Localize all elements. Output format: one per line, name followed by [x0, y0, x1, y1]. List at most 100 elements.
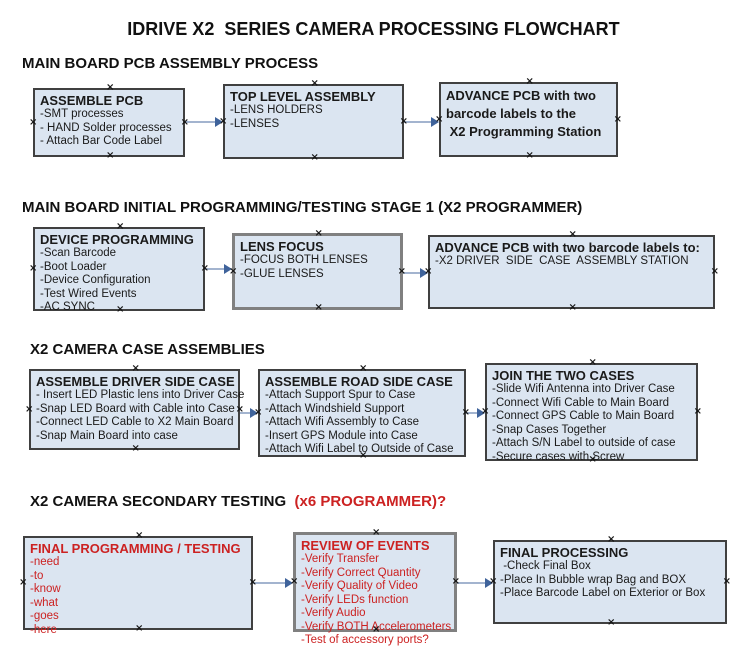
box-item: -Verify Audio	[301, 607, 366, 619]
connection-handle-icon[interactable]: ×	[489, 576, 498, 587]
connection-handle-icon[interactable]: ×	[116, 304, 125, 315]
connection-handle-icon[interactable]: ×	[451, 576, 460, 587]
connection-handle-icon[interactable]: ×	[372, 624, 381, 635]
connection-handle-icon[interactable]: ×	[131, 363, 140, 374]
connection-handle-icon[interactable]: ×	[525, 76, 534, 87]
box-item: -Slide Wifi Antenna into Driver Case	[492, 383, 675, 395]
flow-box-device-programming[interactable]: DEVICE PROGRAMMING -Scan Barcode-Boot Lo…	[29, 222, 209, 315]
connection-handle-icon[interactable]: ×	[722, 576, 731, 587]
flow-box-lens-focus[interactable]: LENS FOCUS -FOCUS BOTH LENSES-GLUE LENSE…	[229, 228, 406, 313]
connection-handle-icon[interactable]: ×	[314, 302, 323, 313]
connection-handle-icon[interactable]: ×	[481, 406, 490, 417]
flow-box-assemble-pcb[interactable]: ASSEMBLE PCB -SMT processes- HAND Solder…	[29, 83, 189, 161]
connection-handle-icon[interactable]: ×	[397, 265, 406, 277]
box-item: -Test Wired Events	[40, 287, 137, 300]
box-item: -to	[30, 569, 44, 582]
box-item: -Test of accessory ports?	[301, 634, 429, 646]
page-title: IDRIVE X2 SERIES CAMERA PROCESSING FLOWC…	[127, 19, 620, 39]
box-item: -FOCUS BOTH LENSES	[240, 254, 368, 266]
section-heading-case-assemblies: X2 CAMERA CASE ASSEMBLIES	[30, 341, 265, 358]
connection-handle-icon[interactable]: ×	[116, 221, 125, 232]
box-item-list: -SMT processes- HAND Solder processes- A…	[40, 108, 178, 149]
arrow-line	[253, 582, 287, 584]
connection-handle-icon[interactable]: ×	[588, 454, 597, 465]
connection-handle-icon[interactable]: ×	[254, 407, 263, 418]
flow-box-final-processing[interactable]: FINAL PROCESSING -Check Final Box-Place …	[489, 535, 731, 628]
arrowhead-right-icon	[420, 268, 428, 278]
connection-handle-icon[interactable]: ×	[461, 407, 470, 418]
connection-handle-icon[interactable]: ×	[710, 266, 719, 277]
arrow-line	[403, 272, 422, 274]
connection-handle-icon[interactable]: ×	[131, 443, 140, 454]
connection-handle-icon[interactable]: ×	[290, 576, 299, 587]
box-item: -Snap Cases Together	[492, 423, 607, 436]
box-item: - Attach Bar Code Label	[40, 135, 163, 147]
box-item-list: -Attach Support Spur to Case-Attach Wind…	[265, 389, 459, 457]
connection-handle-icon[interactable]: ×	[310, 78, 319, 89]
connection-handle-icon[interactable]: ×	[19, 577, 28, 588]
box-item: -Connect Wifi Cable to Main Board	[492, 396, 670, 409]
connection-handle-icon[interactable]: ×	[135, 530, 144, 541]
flow-arrow-device-to-lensfocus[interactable]	[205, 264, 232, 274]
flow-box-top-level-assembly[interactable]: TOP LEVEL ASSEMBLY -LENS HOLDERS-LENSES …	[219, 79, 408, 163]
connection-handle-icon[interactable]: ×	[613, 113, 622, 125]
connection-handle-icon[interactable]: ×	[135, 623, 144, 634]
connection-handle-icon[interactable]: ×	[568, 229, 577, 240]
flow-box-assemble-driver-side-case[interactable]: ASSEMBLE DRIVER SIDE CASE - Insert LED P…	[25, 364, 244, 454]
connection-handle-icon[interactable]: ×	[372, 527, 381, 538]
connection-handle-icon[interactable]: ×	[568, 302, 577, 313]
flow-box-assemble-road-side-case[interactable]: ASSEMBLE ROAD SIDE CASE -Attach Support …	[254, 364, 470, 461]
box-title: ASSEMBLE ROAD SIDE CASE	[265, 374, 453, 389]
flow-arrow-lensfocus-to-advance[interactable]	[403, 268, 428, 278]
connection-handle-icon[interactable]: ×	[607, 617, 616, 628]
box-item: -Verify Correct Quantity	[301, 566, 421, 579]
arrowhead-right-icon	[485, 578, 493, 588]
flow-box-review-of-events[interactable]: REVIEW OF EVENTS -Verify Transfer-Verify…	[290, 527, 460, 647]
box-item: -SMT processes	[40, 108, 124, 120]
connection-handle-icon[interactable]: ×	[359, 363, 368, 374]
connection-handle-icon[interactable]: ×	[607, 534, 616, 545]
connection-handle-icon[interactable]: ×	[106, 150, 115, 161]
connection-handle-icon[interactable]: ×	[359, 450, 368, 461]
section-heading-pcb-assembly: MAIN BOARD PCB ASSEMBLY PROCESS	[22, 55, 319, 72]
connection-handle-icon[interactable]: ×	[399, 115, 408, 127]
flow-arrow-assemble-to-toplevel[interactable]	[185, 117, 223, 127]
connection-handle-icon[interactable]: ×	[424, 266, 433, 277]
box-item: -Insert GPS Module into Case	[265, 429, 418, 442]
connection-handle-icon[interactable]: ×	[29, 263, 38, 274]
connection-handle-icon[interactable]: ×	[25, 403, 34, 415]
flow-arrow-driver-to-road[interactable]	[240, 408, 258, 418]
arrow-line	[466, 412, 479, 414]
section-heading-secondary-testing: X2 CAMERA SECONDARY TESTING (x6 PROGRAMM…	[30, 493, 446, 510]
connection-handle-icon[interactable]: ×	[229, 265, 238, 277]
flow-box-advance-pcb-driver-station[interactable]: ADVANCE PCB with two barcode labels to: …	[424, 230, 719, 313]
arrow-line	[185, 121, 217, 123]
flow-arrow-review-to-finalproc[interactable]	[457, 578, 493, 588]
box-item: -Connect GPS Cable to Main Board	[492, 410, 675, 422]
connection-handle-icon[interactable]: ×	[248, 577, 257, 588]
box-item-list: -X2 DRIVER SIDE CASE ASSEMBLY STATION	[435, 255, 708, 269]
connection-handle-icon[interactable]: ×	[219, 115, 228, 127]
connection-handle-icon[interactable]: ×	[200, 263, 209, 274]
connection-handle-icon[interactable]: ×	[435, 113, 444, 125]
connection-handle-icon[interactable]: ×	[310, 152, 319, 163]
connection-handle-icon[interactable]: ×	[29, 116, 38, 128]
box-item: -goes	[30, 610, 59, 622]
flow-box-join-the-two-cases[interactable]: JOIN THE TWO CASES -Slide Wifi Antenna i…	[481, 358, 702, 465]
flow-arrow-finalprog-to-review[interactable]	[253, 578, 293, 588]
connection-handle-icon[interactable]: ×	[588, 357, 597, 368]
box-title: FINAL PROCESSING	[500, 545, 629, 560]
connection-handle-icon[interactable]: ×	[693, 406, 702, 417]
connection-handle-icon[interactable]: ×	[106, 82, 115, 93]
flow-arrow-toplevel-to-advance[interactable]	[404, 117, 439, 127]
connection-handle-icon[interactable]: ×	[235, 403, 244, 415]
box-item: -Snap LED Board with Cable into Case	[36, 402, 235, 415]
connection-handle-icon[interactable]: ×	[314, 228, 323, 239]
box-item: -AC SYNC	[40, 301, 95, 313]
box-item-list: -Slide Wifi Antenna into Driver Case-Con…	[492, 383, 691, 464]
connection-handle-icon[interactable]: ×	[525, 150, 534, 161]
flow-box-final-programming-testing[interactable]: FINAL PROGRAMMING / TESTING -need-to-kno…	[19, 531, 257, 636]
flow-arrow-road-to-join[interactable]	[466, 408, 485, 418]
connection-handle-icon[interactable]: ×	[180, 116, 189, 128]
